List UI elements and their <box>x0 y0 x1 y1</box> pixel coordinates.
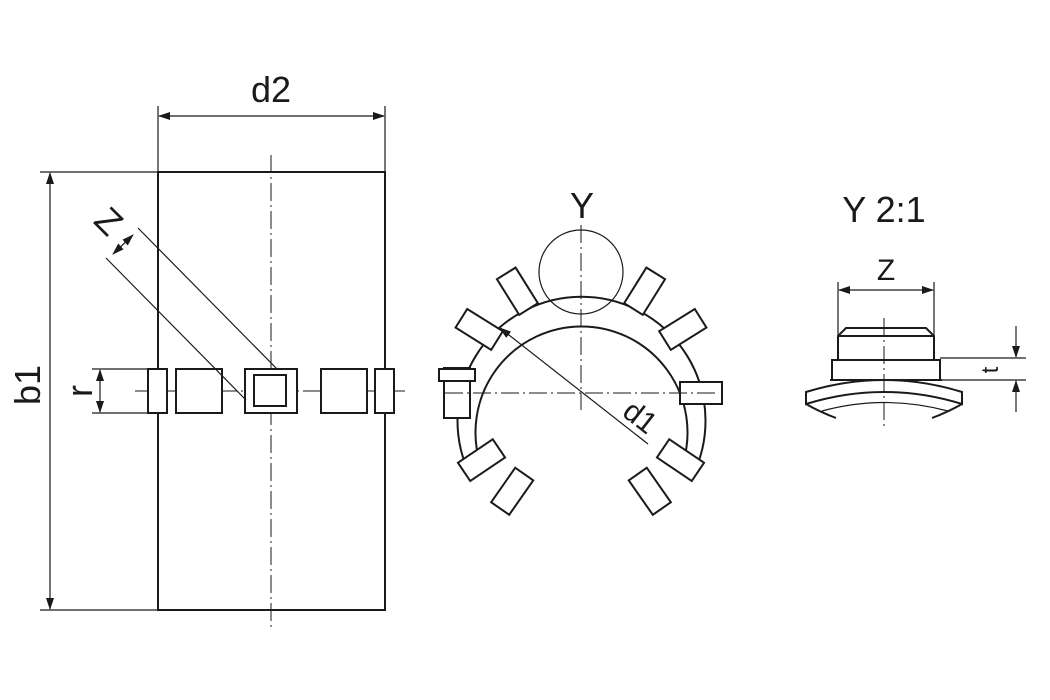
d1-dimension: d1 <box>499 327 664 445</box>
ring-tooth <box>655 437 706 483</box>
ring-tooth <box>657 307 708 352</box>
ring-tooth <box>627 466 673 517</box>
ring-tab-cap <box>438 368 476 382</box>
b1-dimension: b1 <box>7 171 158 611</box>
detail-view: Y 2:1 Z t <box>805 189 1026 428</box>
r-label: r <box>59 385 100 397</box>
ring-tooth <box>456 437 507 483</box>
dimension-line <box>112 234 134 255</box>
ring-teeth <box>438 266 723 517</box>
dimension-line <box>499 327 649 445</box>
ring-tooth <box>454 307 505 352</box>
slot <box>320 368 368 414</box>
base-inner-curve <box>821 401 949 412</box>
d2-label: d2 <box>251 69 291 110</box>
d1-label: d1 <box>617 394 664 441</box>
d2-dimension: d2 <box>157 69 386 172</box>
slot-inner <box>253 374 287 407</box>
b1-label: b1 <box>7 365 48 405</box>
side-view: d2 b1 r Z <box>7 69 405 628</box>
detail-circle <box>538 229 624 315</box>
base-edge-left <box>805 403 837 419</box>
t-dimension: t <box>940 326 1026 412</box>
extension-line <box>105 257 247 401</box>
ring-tooth <box>622 266 667 317</box>
ring-tooth <box>489 466 535 517</box>
ring-tooth <box>495 266 540 317</box>
r-dimension: r <box>59 368 148 414</box>
slot-edge-right <box>374 368 395 414</box>
slot <box>175 368 223 414</box>
extension-line <box>137 227 279 371</box>
detail-title: Y 2:1 <box>842 189 925 230</box>
slot-edge-left <box>147 368 168 414</box>
ring-view: Y d1 <box>438 185 723 517</box>
z-detail-label: Z <box>877 254 895 287</box>
y-label: Y <box>570 185 594 226</box>
slot-row <box>147 368 395 414</box>
z-label: Z <box>87 199 132 244</box>
z-dimension-detail: Z <box>837 254 935 338</box>
base-edge-right <box>931 403 963 419</box>
t-label: t <box>977 366 1004 373</box>
